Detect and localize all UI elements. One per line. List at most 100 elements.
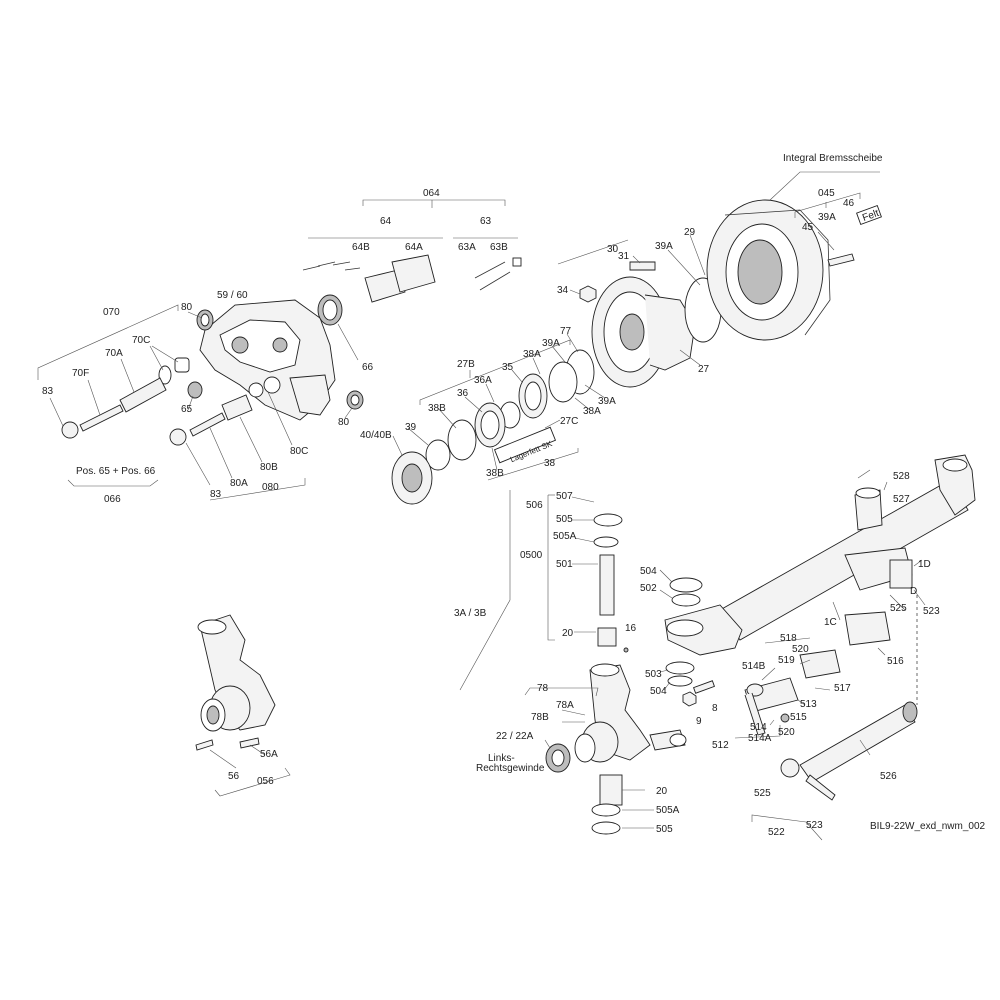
label-34: 34 bbox=[557, 285, 569, 296]
label-31: 31 bbox=[618, 251, 630, 262]
label-80-top: 80 bbox=[181, 302, 193, 313]
label-20-bottom: 20 bbox=[656, 786, 668, 797]
label-512: 512 bbox=[712, 740, 729, 751]
label-64: 64 bbox=[380, 216, 392, 227]
label-63b: 63B bbox=[490, 242, 508, 253]
label-pos-65-66: Pos. 65 + Pos. 66 bbox=[76, 466, 156, 477]
label-links: Links- bbox=[488, 753, 515, 764]
label-064: 064 bbox=[423, 188, 440, 199]
tie-rod-end bbox=[734, 637, 841, 841]
label-80-right: 80 bbox=[338, 417, 350, 428]
label-38: 38 bbox=[544, 458, 556, 469]
label-526: 526 bbox=[880, 771, 897, 782]
label-505-top: 505 bbox=[556, 514, 573, 525]
label-56: 56 bbox=[228, 771, 240, 782]
label-502: 502 bbox=[640, 583, 657, 594]
label-516: 516 bbox=[887, 656, 904, 667]
label-38a-a: 38A bbox=[523, 349, 541, 360]
label-527: 527 bbox=[893, 494, 910, 505]
label-56a: 56A bbox=[260, 749, 278, 760]
label-066: 066 bbox=[104, 494, 121, 505]
label-40-40b: 40/40B bbox=[360, 430, 392, 441]
label-38b-a: 38B bbox=[428, 403, 446, 414]
label-78b: 78B bbox=[531, 712, 549, 723]
label-1d: 1D bbox=[918, 559, 931, 570]
label-38a-b: 38A bbox=[583, 406, 601, 417]
king-pin-group bbox=[459, 490, 715, 707]
label-38b-b: 38B bbox=[486, 468, 504, 479]
label-77: 77 bbox=[560, 326, 572, 337]
label-59-60: 59 / 60 bbox=[217, 290, 248, 301]
axle-beam bbox=[664, 454, 976, 783]
label-22-22a: 22 / 22A bbox=[496, 731, 534, 742]
label-525-top: 525 bbox=[890, 603, 907, 614]
label-64a: 64A bbox=[405, 242, 423, 253]
label-63a: 63A bbox=[458, 242, 476, 253]
label-504-bottom: 504 bbox=[650, 686, 667, 697]
label-45: 45 bbox=[802, 222, 814, 233]
label-63: 63 bbox=[480, 216, 492, 227]
label-505a-top: 505A bbox=[553, 531, 577, 542]
brake-disc bbox=[706, 171, 882, 341]
label-514b: 514B bbox=[742, 661, 766, 672]
label-515: 515 bbox=[790, 712, 807, 723]
callout-labels: 064 64 63 64B 64A 63A 63B 070 80 59 / 60… bbox=[42, 153, 986, 838]
label-522: 522 bbox=[768, 827, 785, 838]
label-27: 27 bbox=[698, 364, 710, 375]
label-519: 519 bbox=[778, 655, 795, 666]
label-514: 514 bbox=[750, 722, 767, 733]
label-83-left: 83 bbox=[42, 386, 54, 397]
label-80b: 80B bbox=[260, 462, 278, 473]
label-felt: Felt bbox=[861, 208, 881, 224]
label-27b: 27B bbox=[457, 359, 475, 370]
label-27c: 27C bbox=[560, 416, 578, 427]
label-513: 513 bbox=[800, 699, 817, 710]
label-20-top: 20 bbox=[562, 628, 574, 639]
label-505-bottom: 505 bbox=[656, 824, 673, 835]
label-507: 507 bbox=[556, 491, 573, 502]
label-70f: 70F bbox=[72, 368, 89, 379]
label-39: 39 bbox=[405, 422, 417, 433]
label-39a-b: 39A bbox=[598, 396, 616, 407]
label-46: 46 bbox=[843, 198, 855, 209]
label-8: 8 bbox=[712, 703, 718, 714]
label-506: 506 bbox=[526, 500, 543, 511]
label-070: 070 bbox=[103, 307, 120, 318]
label-70c: 70C bbox=[132, 335, 150, 346]
label-36a: 36A bbox=[474, 375, 492, 386]
label-056: 056 bbox=[257, 776, 274, 787]
label-78: 78 bbox=[537, 683, 549, 694]
label-30: 30 bbox=[607, 244, 619, 255]
label-66: 66 bbox=[362, 362, 374, 373]
label-503: 503 bbox=[645, 669, 662, 680]
label-0500: 0500 bbox=[520, 550, 543, 561]
label-39a-kit: 39A bbox=[818, 212, 836, 223]
label-514a: 514A bbox=[748, 733, 772, 744]
label-520-bottom: 520 bbox=[778, 727, 795, 738]
label-29: 29 bbox=[684, 227, 696, 238]
label-1c: 1C bbox=[824, 617, 837, 628]
label-integral-bremsscheibe: Integral Bremsscheibe bbox=[783, 153, 883, 164]
label-528: 528 bbox=[893, 471, 910, 482]
label-16: 16 bbox=[625, 623, 637, 634]
label-83-bottom: 83 bbox=[210, 489, 222, 500]
label-39a-hub: 39A bbox=[655, 241, 673, 252]
label-80c: 80C bbox=[290, 446, 308, 457]
label-64b: 64B bbox=[352, 242, 370, 253]
steering-knuckle-center bbox=[524, 663, 687, 835]
label-517: 517 bbox=[834, 683, 851, 694]
hub-bearing-assembly bbox=[391, 234, 722, 505]
label-523-top: 523 bbox=[923, 606, 940, 617]
label-525-bottom: 525 bbox=[754, 788, 771, 799]
label-rechtsgewinde: Rechtsgewinde bbox=[476, 763, 545, 774]
label-39a-seal: 39A bbox=[542, 338, 560, 349]
label-d: D bbox=[910, 586, 917, 597]
label-523-bottom: 523 bbox=[806, 820, 823, 831]
label-3a-3b: 3A / 3B bbox=[454, 608, 487, 619]
label-65: 65 bbox=[181, 404, 193, 415]
drawing-id: BIL9-22W_exd_nwm_002 bbox=[870, 821, 986, 832]
label-35: 35 bbox=[502, 362, 514, 373]
label-520-top: 520 bbox=[792, 644, 809, 655]
label-80a: 80A bbox=[230, 478, 248, 489]
